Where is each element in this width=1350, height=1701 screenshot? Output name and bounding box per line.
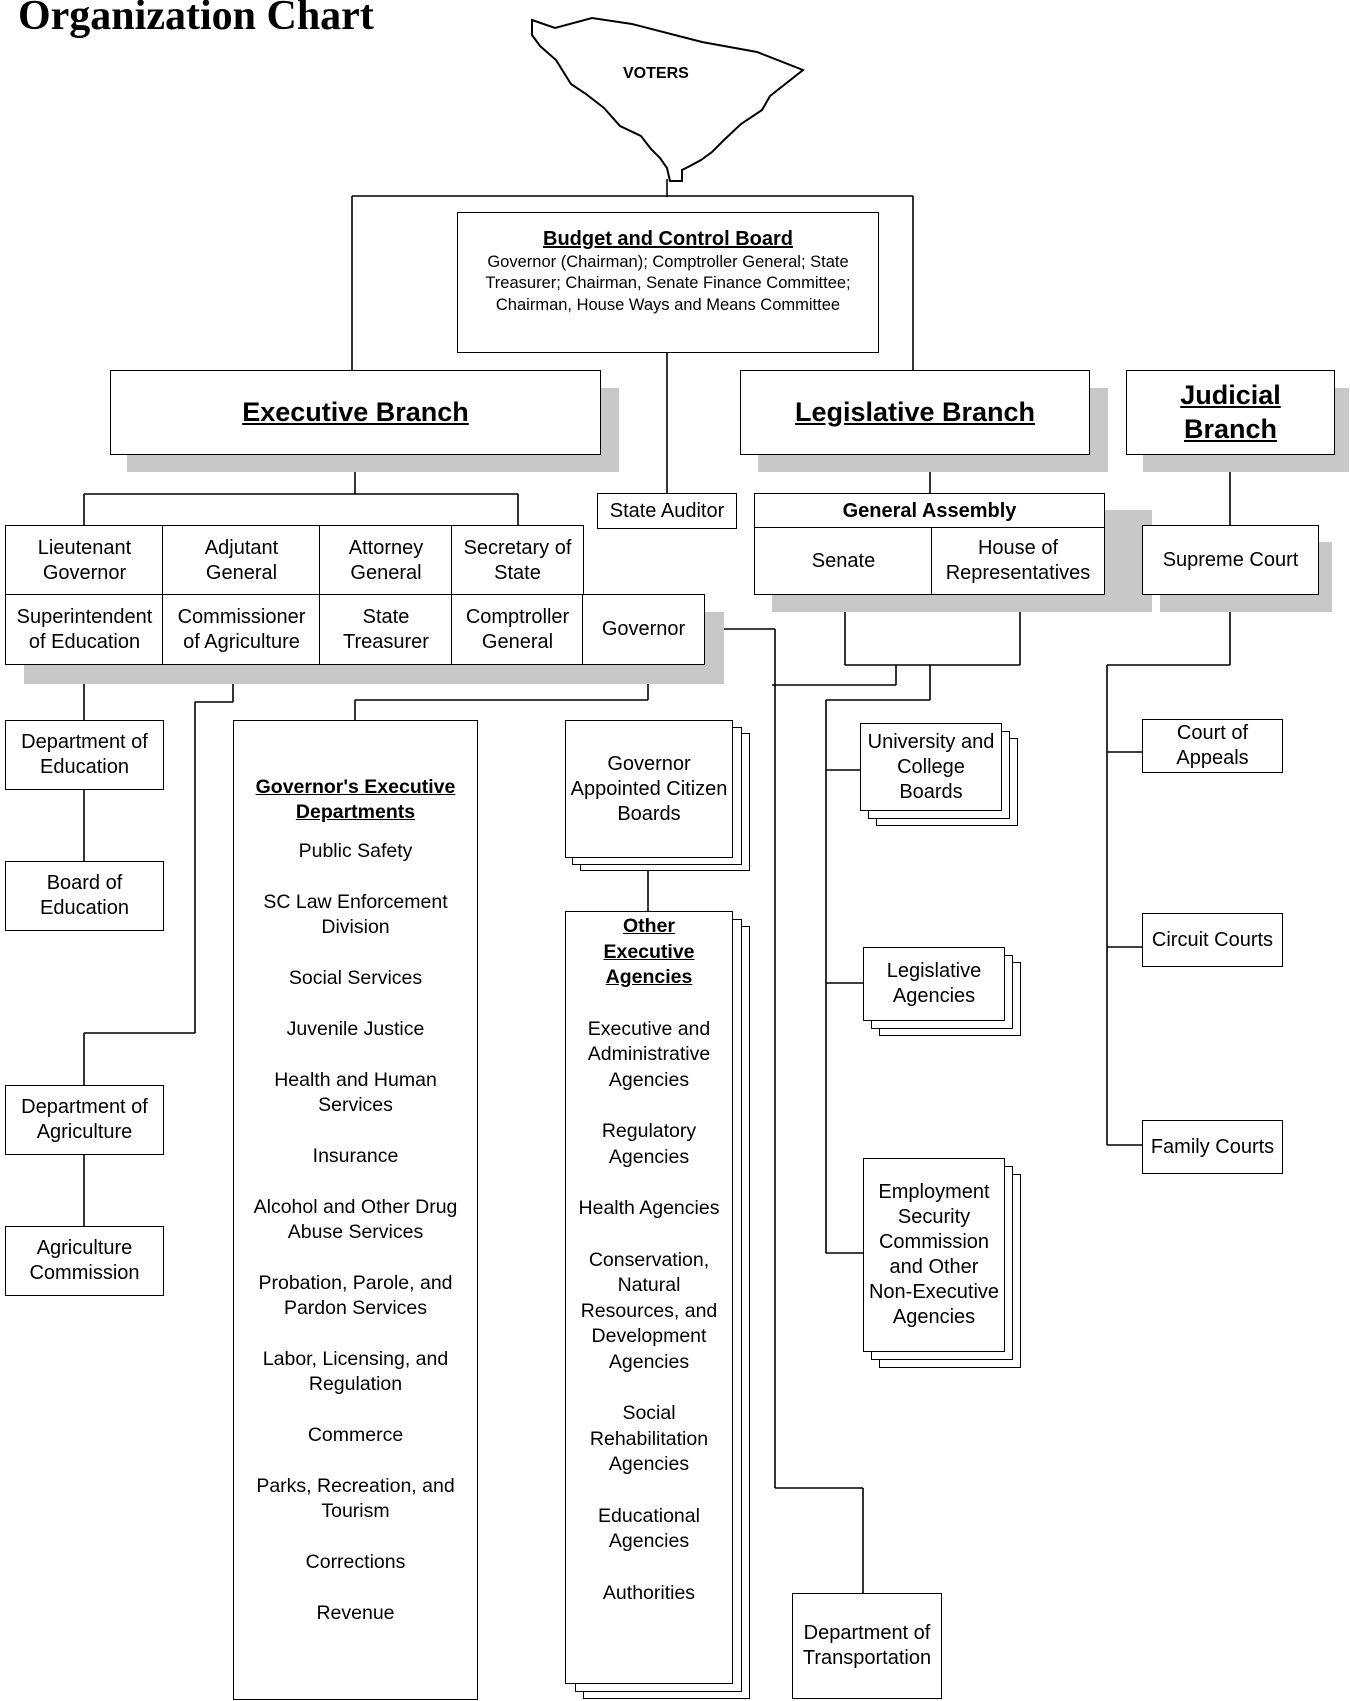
list-item: Educational Agencies	[598, 1504, 700, 1553]
list-item: Conservation, Natural Resources, and Dev…	[580, 1248, 718, 1373]
other-executive-agencies: Other Executive Agencies Executive and A…	[565, 911, 733, 1684]
executive-branch-title: Executive Branch	[242, 396, 469, 427]
employment-commission-box: Employment Security Commission and Other…	[863, 1158, 1005, 1352]
senate-box: Senate	[754, 527, 933, 595]
citizen-boards-label: Governor Appointed Citizen Boards	[570, 752, 728, 825]
officer-label: Superintendent of Education	[16, 605, 153, 653]
budget-board-members: Governor (Chairman); Comptroller General…	[485, 253, 851, 314]
officer-superintendent-education: Superintendent of Education	[5, 594, 164, 665]
dept-transportation-label: Department of Transportation	[802, 1622, 932, 1669]
legislative-agencies-box: Legislative Agencies	[863, 947, 1005, 1021]
state-auditor-label: State Auditor	[609, 499, 725, 522]
dept-education-box: Department of Education	[5, 720, 164, 790]
board-education-label: Board of Education	[40, 872, 129, 919]
list-item: Executive and Administrative Agencies	[587, 1017, 711, 1091]
officer-state-treasurer: State Treasurer	[319, 594, 453, 665]
dept-education-label: Department of Education	[21, 731, 148, 778]
circuit-courts-label: Circuit Courts	[1151, 928, 1274, 951]
list-item: SC Law Enforcement Division	[263, 891, 448, 938]
officer-label: State Treasurer	[343, 605, 429, 653]
list-item: Regulatory Agencies	[601, 1120, 697, 1168]
judicial-branch-box: Judicial Branch	[1126, 370, 1335, 455]
officer-secretary-of-state: Secretary of State	[451, 525, 584, 596]
state-outline-icon	[531, 16, 805, 182]
officer-attorney-general: Attorney General	[319, 525, 453, 596]
general-assembly-label: General Assembly	[842, 499, 1017, 522]
budget-board-title: Budget and Control Board	[543, 228, 793, 250]
list-item: Health Agencies	[578, 1197, 720, 1219]
senate-label: Senate	[811, 549, 876, 572]
list-item: Authorities	[602, 1581, 696, 1604]
house-label: House of Representatives	[945, 537, 1091, 584]
budget-control-board: Budget and Control Board Governor (Chair…	[457, 212, 879, 353]
list-item: Parks, Recreation, and Tourism	[256, 1475, 455, 1522]
officer-label: Attorney General	[348, 536, 424, 584]
officer-label: Adjutant General	[204, 536, 279, 584]
list-item: Health and Human Services	[274, 1069, 437, 1116]
list-item: Insurance	[312, 1145, 399, 1167]
family-courts-label: Family Courts	[1150, 1135, 1275, 1158]
list-item: Commerce	[307, 1424, 404, 1446]
voters-label: VOTERS	[623, 65, 689, 82]
list-item: Revenue	[316, 1602, 395, 1624]
house-box: House of Representatives	[931, 527, 1105, 595]
employment-commission-label: Employment Security Commission and Other…	[868, 1181, 1000, 1328]
list-item: Probation, Parole, and Pardon Services	[258, 1272, 453, 1319]
judicial-branch-title: Judicial Branch	[1180, 379, 1281, 444]
page-title: Organization Chart	[18, 0, 374, 39]
list-item: Social Rehabilitation Agencies	[589, 1402, 709, 1475]
governor-departments-title: Governor's Executive Departments	[255, 776, 456, 823]
list-item: Alcohol and Other Drug Abuse Services	[253, 1196, 458, 1243]
state-auditor-box: State Auditor	[597, 493, 737, 529]
university-boards-box: University and College Boards	[860, 723, 1002, 811]
officer-governor: Governor	[582, 594, 705, 665]
officer-label: Governor	[601, 618, 686, 640]
general-assembly-box: General Assembly	[754, 493, 1105, 529]
officer-label: Lieutenant Governor	[37, 536, 132, 584]
officer-comptroller-general: Comptroller General	[451, 594, 584, 665]
circuit-courts-box: Circuit Courts	[1142, 913, 1283, 967]
dept-agriculture-label: Department of Agriculture	[21, 1096, 148, 1143]
list-item: Public Safety	[298, 840, 413, 862]
legislative-branch-box: Legislative Branch	[740, 370, 1090, 455]
list-item: Social Services	[288, 967, 423, 989]
legislative-branch-title: Legislative Branch	[794, 396, 1036, 427]
dept-transportation-box: Department of Transportation	[792, 1593, 942, 1699]
board-education-box: Board of Education	[5, 861, 164, 931]
supreme-court-label: Supreme Court	[1162, 548, 1299, 571]
university-boards-label: University and College Boards	[867, 730, 995, 803]
court-of-appeals-box: Court of Appeals	[1142, 719, 1283, 773]
officer-adjutant-general: Adjutant General	[162, 525, 321, 596]
agriculture-commission-box: Agriculture Commission	[5, 1226, 164, 1296]
list-item: Corrections	[305, 1551, 406, 1573]
list-item: Labor, Licensing, and Regulation	[262, 1348, 449, 1395]
governor-executive-departments: Governor's Executive Departments Public …	[233, 720, 478, 1700]
court-of-appeals-label: Court of Appeals	[1176, 722, 1249, 769]
family-courts-box: Family Courts	[1142, 1120, 1283, 1174]
executive-branch-box: Executive Branch	[110, 370, 601, 455]
officer-lieutenant-governor: Lieutenant Governor	[5, 525, 164, 596]
list-item: Juvenile Justice	[286, 1018, 425, 1040]
other-agencies-title: Other Executive Agencies	[603, 915, 695, 988]
officer-commissioner-agriculture: Commissioner of Agriculture	[162, 594, 321, 665]
officer-label: Commissioner of Agriculture	[177, 605, 306, 653]
supreme-court-box: Supreme Court	[1142, 525, 1319, 595]
agriculture-commission-label: Agriculture Commission	[29, 1237, 140, 1284]
legislative-agencies-label: Legislative Agencies	[886, 960, 982, 1007]
dept-agriculture-box: Department of Agriculture	[5, 1085, 164, 1155]
officer-label: Secretary of State	[463, 536, 572, 584]
citizen-boards-box: Governor Appointed Citizen Boards	[565, 720, 733, 858]
officer-label: Comptroller General	[465, 605, 570, 653]
